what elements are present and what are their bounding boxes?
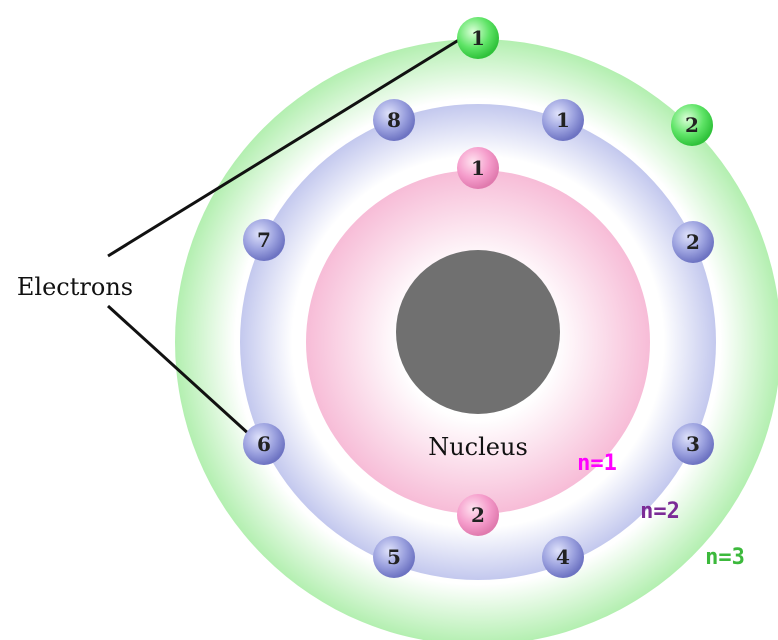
electrons-group: 1 2 1 2 3 4 5 6 7 8 1 2 [243, 17, 714, 578]
electron-shell2-1: 1 [542, 99, 584, 141]
electron-sphere [243, 219, 285, 261]
electron-number: 1 [556, 108, 570, 132]
electron-shell1-1: 1 [457, 147, 499, 189]
electrons-pointer-line-top [107, 36, 463, 258]
electron-shell2-2: 2 [672, 221, 714, 263]
nucleus-label: Nucleus [428, 433, 528, 461]
electron-number: 4 [556, 545, 570, 569]
electron-number: 1 [471, 156, 485, 180]
electron-number: 1 [471, 26, 485, 50]
electron-number: 2 [686, 230, 700, 254]
electron-sphere [457, 494, 499, 536]
shell-label-n1: n=1 [577, 451, 617, 476]
electron-sphere [243, 423, 285, 465]
electron-sphere [671, 104, 713, 146]
electron-sphere [457, 17, 499, 59]
electron-shell2-4: 4 [542, 536, 584, 578]
electron-number: 3 [686, 432, 700, 456]
electron-sphere [542, 536, 584, 578]
electron-sphere [672, 423, 714, 465]
electron-shell2-5: 5 [373, 536, 415, 578]
electrons-pointer-line-bottom [106, 304, 252, 437]
shell-label-n3: n=3 [705, 545, 745, 570]
electron-sphere [542, 99, 584, 141]
electron-sphere [373, 99, 415, 141]
electron-shell3-2: 2 [671, 104, 713, 146]
electron-number: 2 [471, 503, 485, 527]
electron-number: 6 [257, 432, 271, 456]
electron-shell2-8: 8 [373, 99, 415, 141]
electron-shell2-7: 7 [243, 219, 285, 261]
electron-sphere [457, 147, 499, 189]
electron-shell1-2: 2 [457, 494, 499, 536]
electron-sphere [672, 221, 714, 263]
shell-label-n2: n=2 [640, 499, 680, 524]
nucleus [396, 250, 560, 414]
electron-shell2-3: 3 [672, 423, 714, 465]
electron-shell3-1: 1 [457, 17, 499, 59]
electron-shell2-6: 6 [243, 423, 285, 465]
electron-sphere [373, 536, 415, 578]
electron-number: 7 [257, 228, 271, 252]
electron-number: 8 [387, 108, 401, 132]
electrons-label: Electrons [17, 273, 133, 301]
electron-number: 5 [387, 545, 401, 569]
electron-number: 2 [685, 113, 699, 137]
